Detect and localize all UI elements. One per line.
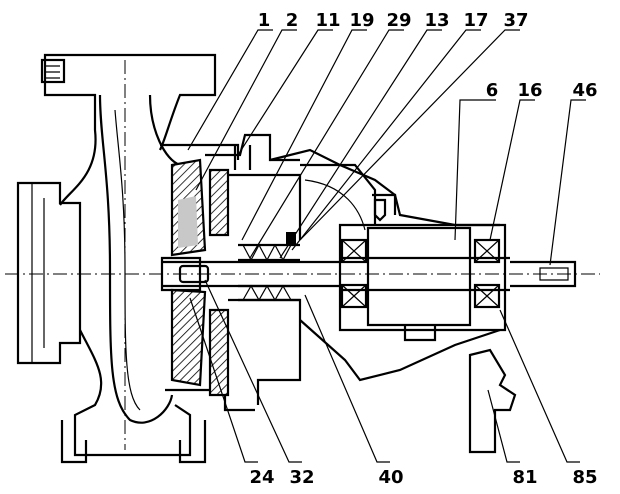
part-label-81: 81: [512, 467, 537, 488]
part-label-85: 85: [572, 467, 597, 488]
part-label-19: 19: [349, 10, 374, 31]
part-label-16: 16: [517, 80, 542, 101]
center-lines: [5, 60, 600, 450]
part-label-1: 1: [258, 10, 271, 31]
part-label-13: 13: [424, 10, 449, 31]
volute-casing: [16, 53, 255, 464]
leader-lines: [187, 29, 586, 463]
part-label-24: 24: [249, 467, 274, 488]
part-label-2: 2: [286, 10, 299, 31]
part-labels-top: 1 2 11 19 29 13 17 37 6 16 46: [258, 10, 598, 101]
part-labels-bottom: 24 32 40 81 85: [249, 467, 597, 488]
part-label-37: 37: [503, 10, 528, 31]
part-label-46: 46: [572, 80, 597, 101]
part-label-29: 29: [386, 10, 411, 31]
casing-cover: [205, 133, 302, 405]
ball-bearings: [340, 238, 501, 309]
impeller: [170, 158, 207, 387]
part-label-6: 6: [486, 80, 499, 101]
part-label-17: 17: [463, 10, 488, 31]
bearing-bracket: [269, 148, 517, 454]
part-label-11: 11: [315, 10, 340, 31]
part-label-32: 32: [289, 467, 314, 488]
part-label-40: 40: [378, 467, 403, 488]
